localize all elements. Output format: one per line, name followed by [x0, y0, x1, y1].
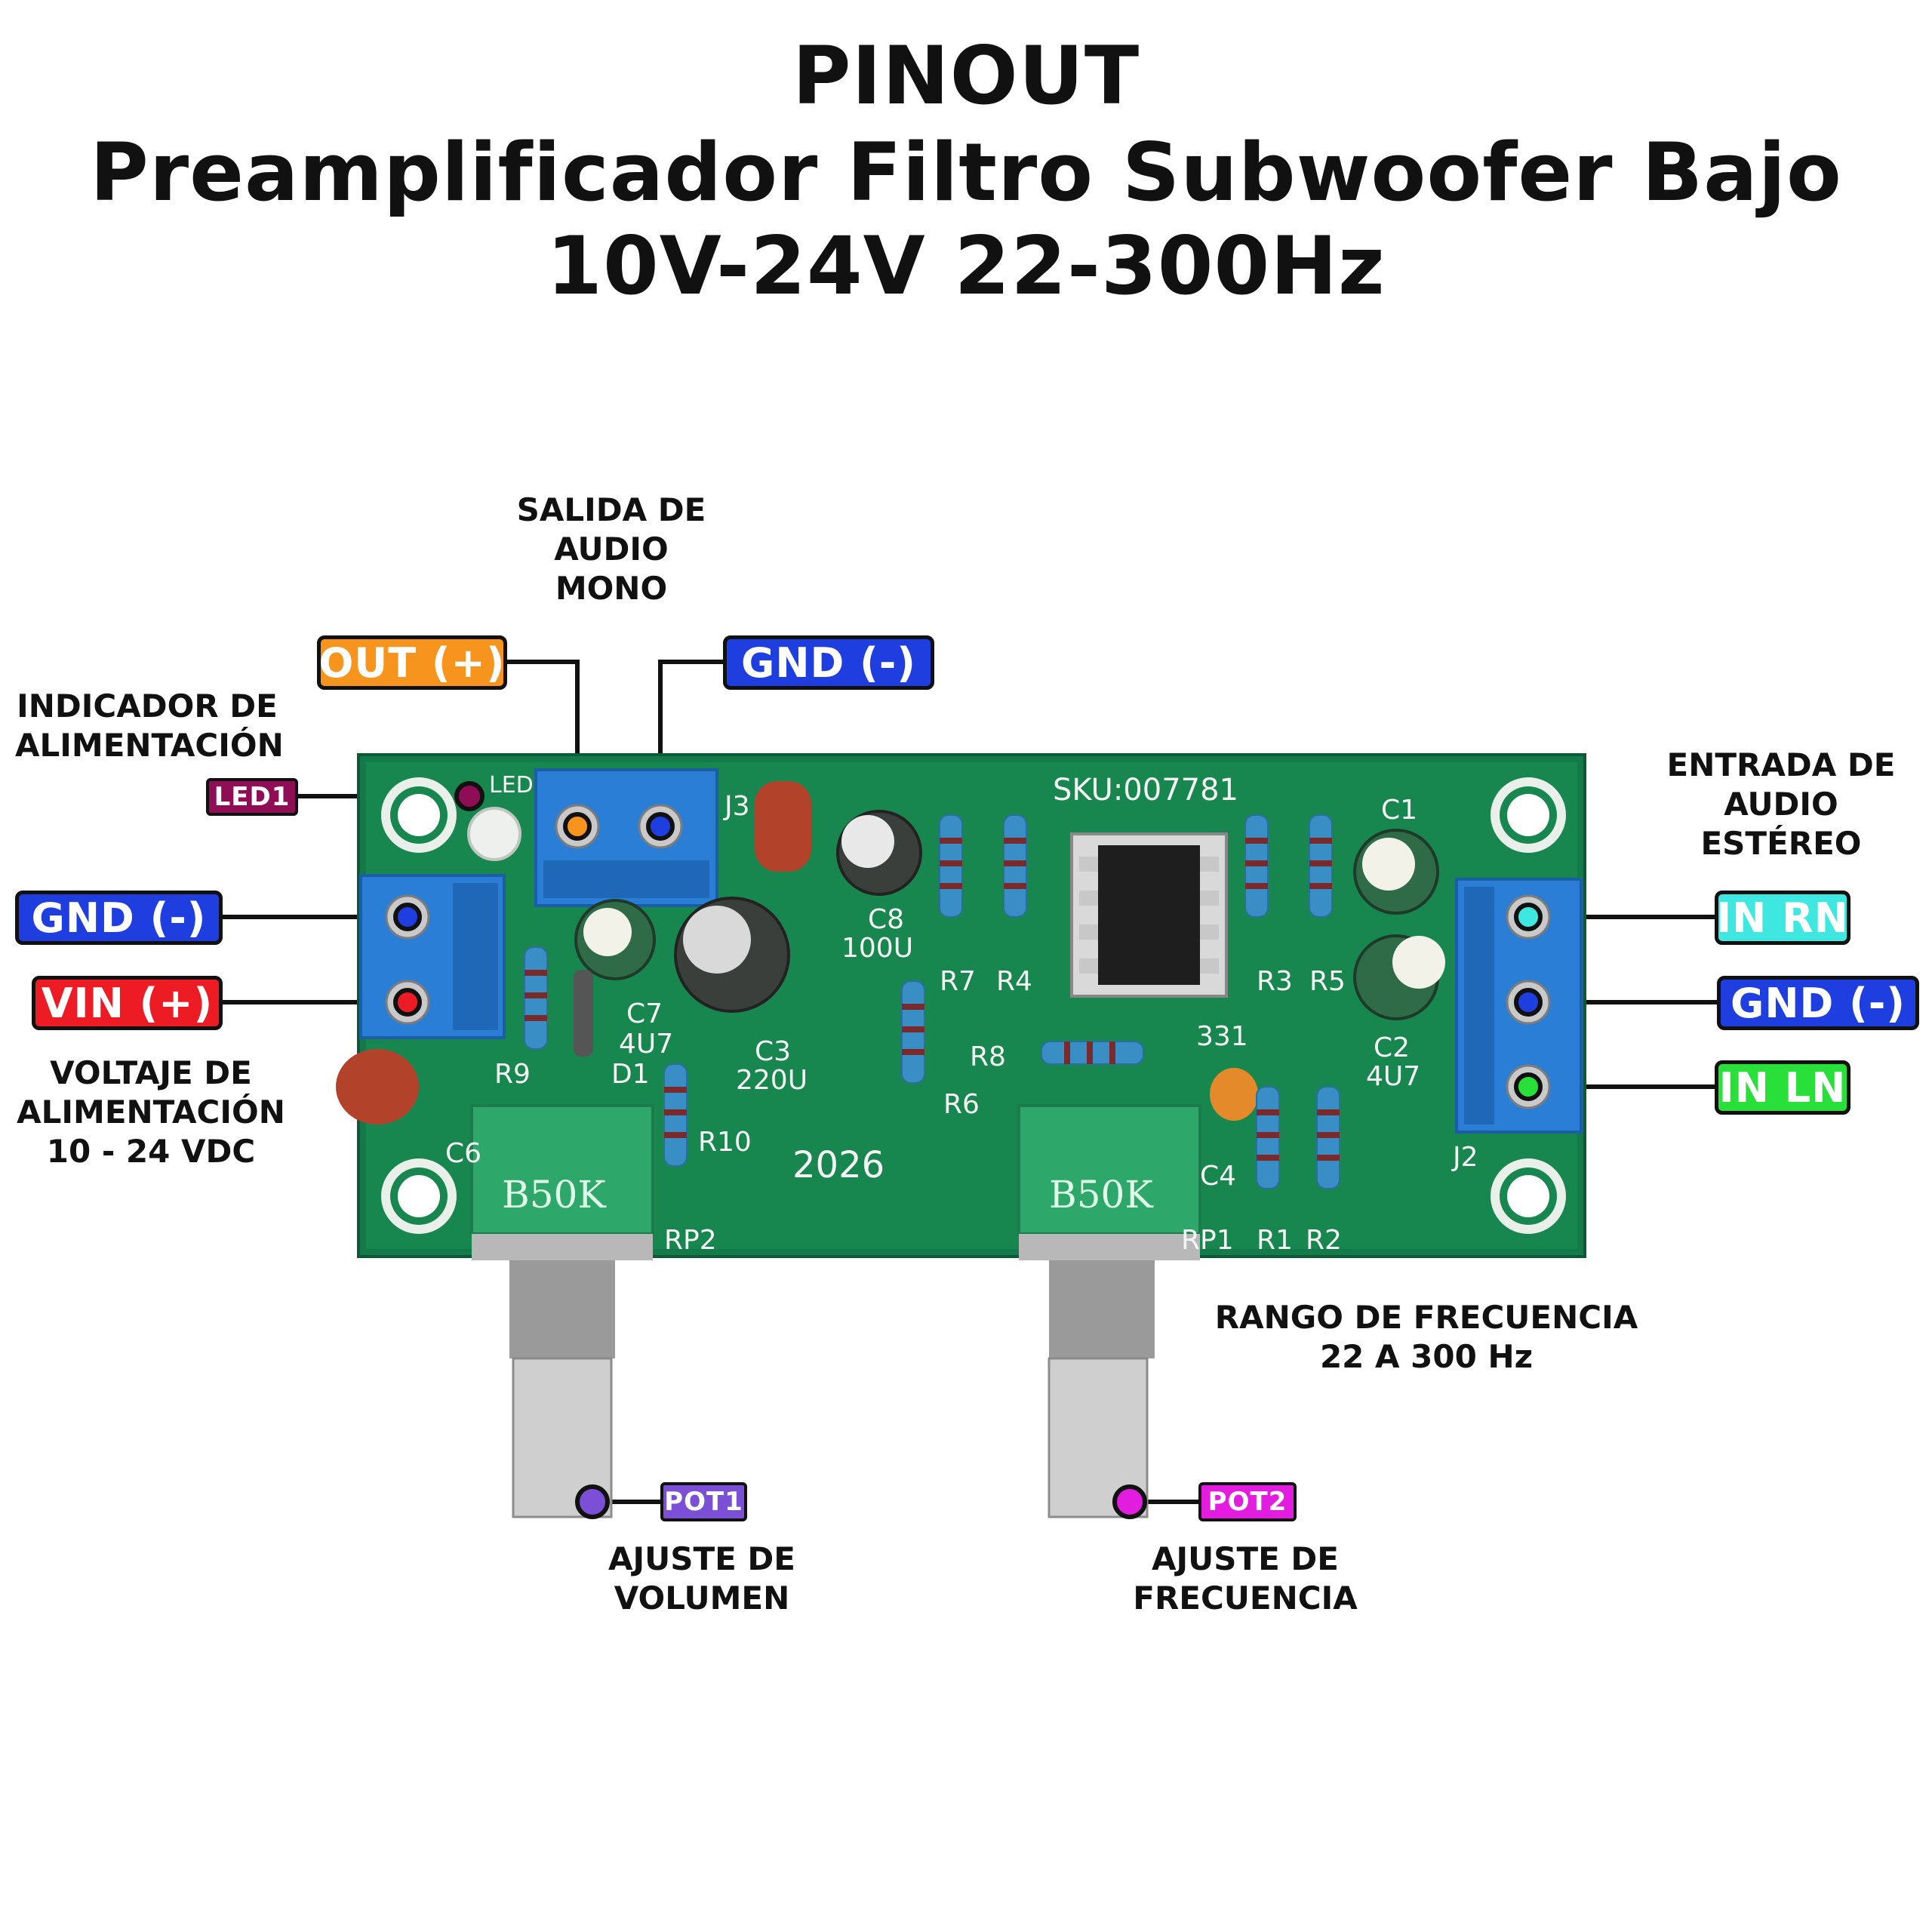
- annotation-rango: RANGO DE FRECUENCIA 22 A 300 Hz: [1214, 1299, 1638, 1375]
- pin-dot-pot2: [1112, 1484, 1147, 1519]
- pin-label-in-rn: IN RN: [1715, 891, 1850, 945]
- pot-marking: B50K: [1049, 1173, 1154, 1217]
- svg-text:RP1: RP1: [1181, 1225, 1234, 1256]
- page-title-line1: PINOUT: [792, 29, 1140, 122]
- svg-text:4U7: 4U7: [619, 1029, 673, 1060]
- mounting-hole: [381, 777, 457, 853]
- pin-label-gnd-right: GND (-): [1717, 976, 1919, 1030]
- pin-dot-gnd-left: [393, 903, 422, 931]
- svg-text:D1: D1: [611, 1059, 650, 1090]
- pin-dot-led1: [454, 781, 485, 811]
- svg-text:R4: R4: [996, 966, 1032, 997]
- svg-text:C8: C8: [868, 904, 904, 935]
- pin-dot-out-plus: [563, 812, 592, 841]
- annotation-ajuste-frecuencia: AJUSTE DE FRECUENCIA: [1133, 1540, 1358, 1617]
- svg-text:4U7: 4U7: [1366, 1061, 1420, 1092]
- pot-marking: B50K: [502, 1173, 607, 1217]
- svg-text:331: 331: [1196, 1021, 1248, 1052]
- resistor-bands: [525, 838, 1340, 1161]
- year-label: 2026: [792, 1144, 884, 1186]
- film-capacitor: [336, 1049, 419, 1124]
- pin-label-out-plus: OUT (+): [317, 635, 507, 690]
- svg-text:LED: LED: [489, 772, 534, 798]
- annotation-entrada-audio: ENTRADA DE AUDIO ESTÉREO: [1666, 746, 1896, 862]
- pin-dot-pot1: [575, 1484, 610, 1519]
- svg-text:C1: C1: [1381, 795, 1417, 826]
- pin-label-gnd-left: GND (-): [15, 891, 223, 945]
- svg-text:J3: J3: [723, 791, 750, 822]
- svg-text:J2: J2: [1451, 1142, 1478, 1173]
- mounting-hole: [381, 1158, 457, 1234]
- ic-chip: [1070, 832, 1228, 998]
- annotation-indicador: INDICADOR DE ALIMENTACIÓN: [15, 688, 284, 764]
- led-component: [467, 807, 521, 861]
- svg-text:C4: C4: [1200, 1161, 1236, 1192]
- electrolytic-capacitors: [574, 810, 1445, 1020]
- svg-text:RP2: RP2: [664, 1225, 717, 1256]
- pin-label-pot1: POT1: [660, 1482, 747, 1521]
- annotation-salida-audio: SALIDA DE AUDIO MONO: [516, 491, 706, 607]
- film-capacitor: [755, 781, 811, 872]
- mounting-hole: [1491, 777, 1566, 853]
- svg-text:220U: 220U: [736, 1065, 808, 1096]
- svg-text:100U: 100U: [841, 933, 913, 964]
- pin-label-pot2: POT2: [1198, 1482, 1297, 1521]
- pin-label-in-ln: IN LN: [1715, 1060, 1850, 1115]
- potentiometer-rp1: [1017, 1104, 1201, 1518]
- terminal-block-output: [534, 768, 718, 907]
- svg-text:R9: R9: [494, 1059, 531, 1090]
- pin-label-gnd-top: GND (-): [723, 635, 934, 690]
- svg-text:R1: R1: [1257, 1225, 1293, 1256]
- pin-label-vin: VIN (+): [32, 976, 223, 1030]
- terminal-block-power: [359, 874, 506, 1039]
- svg-text:C6: C6: [445, 1138, 481, 1169]
- pin-dot-gnd-top: [646, 812, 675, 841]
- svg-text:R7: R7: [940, 966, 976, 997]
- svg-text:C3: C3: [755, 1036, 791, 1067]
- pin-dot-in-rn: [1514, 903, 1543, 931]
- svg-text:C7: C7: [626, 998, 663, 1029]
- mounting-holes: [381, 777, 1566, 1234]
- mounting-hole: [1491, 1158, 1566, 1234]
- annotation-voltaje: VOLTAJE DE ALIMENTACIÓN 10 - 24 VDC: [17, 1054, 285, 1170]
- svg-text:R5: R5: [1309, 966, 1346, 997]
- page-title-line3: 10V-24V 22-300Hz: [546, 220, 1386, 312]
- potentiometer-rp2: [470, 1104, 654, 1518]
- annotation-ajuste-volumen: AJUSTE DE VOLUMEN: [608, 1540, 795, 1617]
- svg-text:R6: R6: [943, 1089, 980, 1120]
- sku-label: SKU:007781: [1053, 773, 1238, 808]
- pin-dot-in-ln: [1514, 1072, 1543, 1101]
- svg-text:R3: R3: [1257, 966, 1293, 997]
- pin-label-led1: LED1: [206, 778, 298, 816]
- svg-text:R2: R2: [1306, 1225, 1342, 1256]
- pin-dot-vin: [393, 988, 422, 1017]
- svg-text:R8: R8: [970, 1041, 1006, 1072]
- svg-text:C2: C2: [1374, 1032, 1410, 1063]
- ceramic-capacitor: [1210, 1068, 1258, 1121]
- page-title-line2: Preamplificador Filtro Subwoofer Bajo: [90, 126, 1842, 219]
- diode: [574, 970, 593, 1057]
- svg-text:R10: R10: [698, 1127, 752, 1158]
- pin-dot-gnd-right: [1514, 988, 1543, 1017]
